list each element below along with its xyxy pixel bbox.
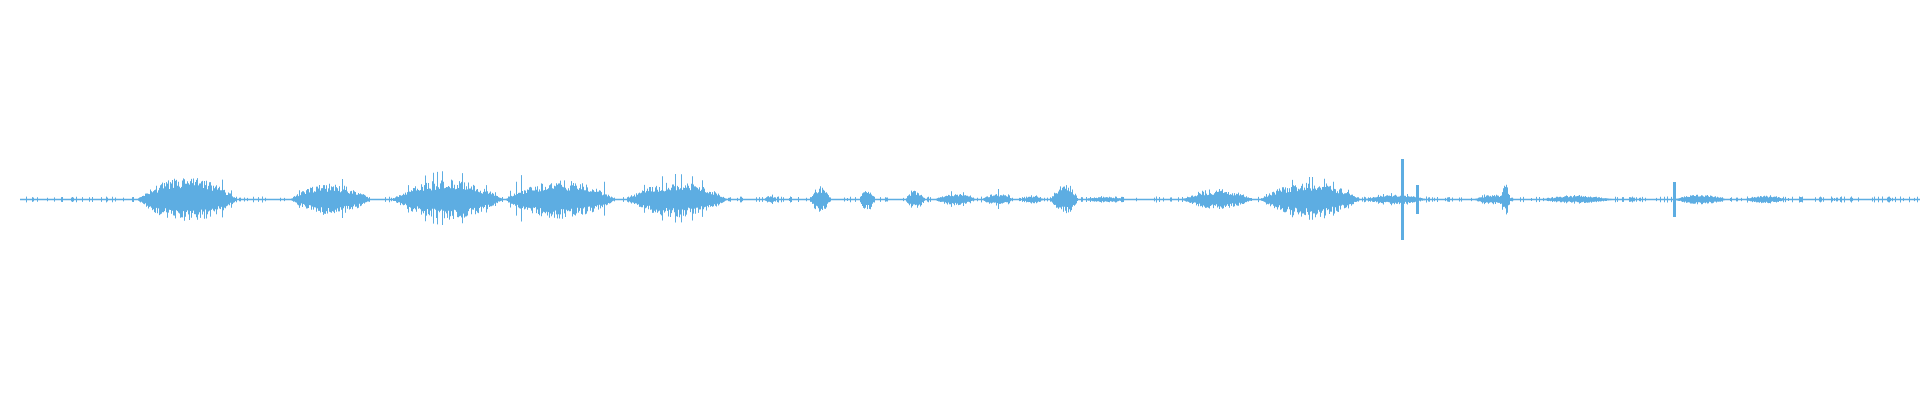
waveform-bars [26,159,1918,240]
waveform-amplitude-path [26,159,1918,240]
